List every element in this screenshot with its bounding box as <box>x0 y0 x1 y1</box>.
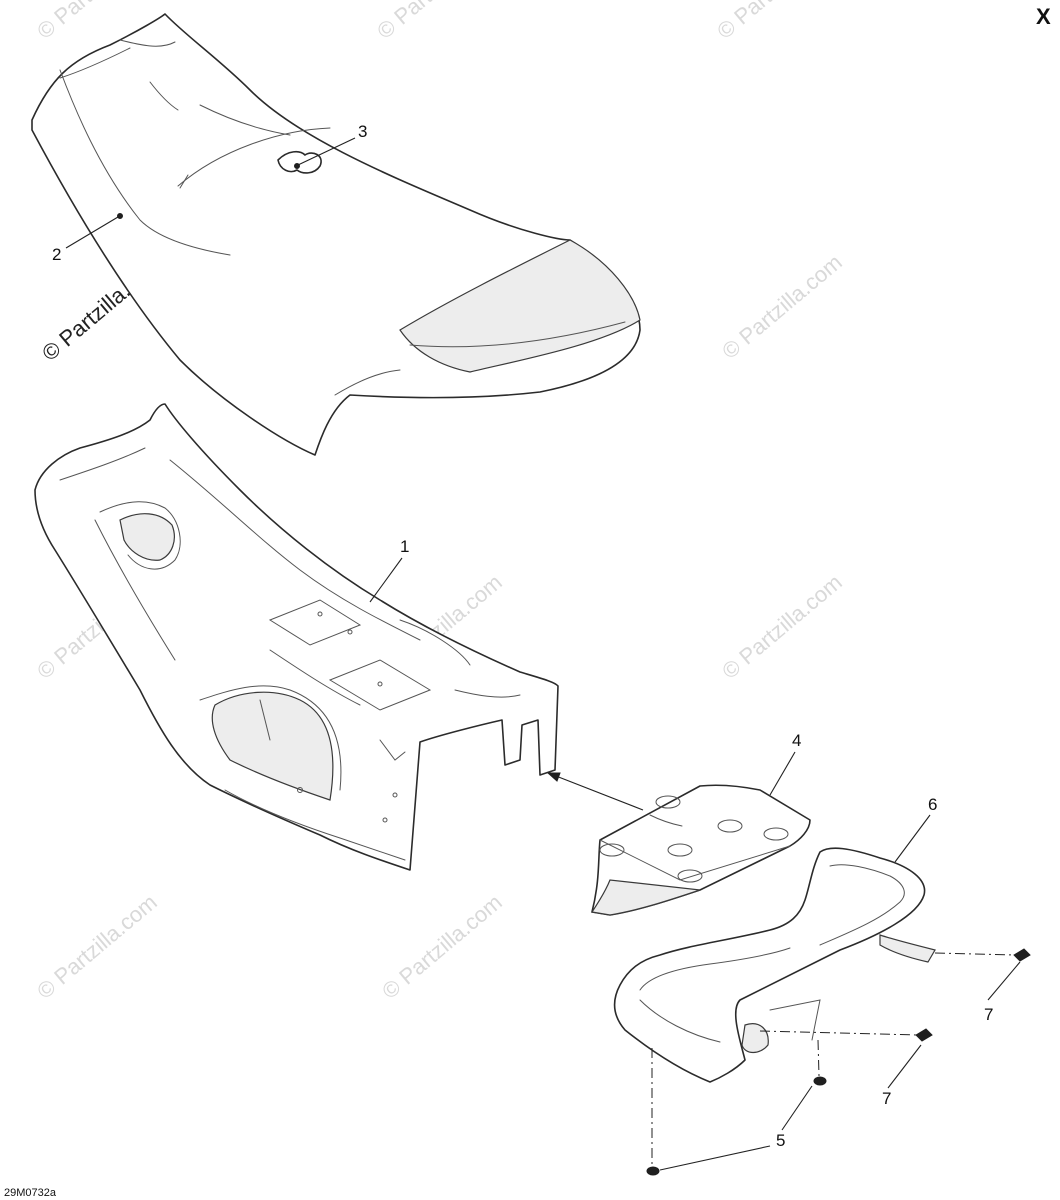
callout-7-upper: 7 <box>984 1005 993 1024</box>
callout-5: 5 <box>776 1131 785 1150</box>
callout-3: 3 <box>358 122 367 141</box>
bolt-icon <box>915 1028 933 1042</box>
fasteners <box>646 948 1031 1176</box>
assembly-arrow <box>546 772 644 811</box>
leader-lines <box>65 137 1021 1171</box>
watermark-3: © Partzilla.com <box>712 0 842 44</box>
watermark-2: © Partzilla.com <box>372 0 502 44</box>
grab-handle <box>613 847 936 1083</box>
bolt-icon <box>1013 948 1031 962</box>
seat-cushion <box>31 13 641 456</box>
rear-deck-pad <box>590 784 811 916</box>
callout-4: 4 <box>792 731 801 750</box>
nut-icon <box>646 1166 660 1176</box>
axis-line <box>934 952 1016 956</box>
watermark-9: © Partzilla.com <box>32 889 162 1003</box>
callout-1: 1 <box>400 537 409 556</box>
axis-line <box>817 1039 820 1077</box>
seat-frame <box>34 403 559 871</box>
drawing-code: 29M0732a <box>4 1187 57 1199</box>
nut-icon <box>813 1076 827 1086</box>
watermark-5: © Partzilla.com <box>717 249 847 363</box>
callouts: 2 3 1 4 6 7 7 5 <box>52 122 993 1150</box>
axis-line <box>759 1030 919 1036</box>
callout-7-lower: 7 <box>882 1089 891 1108</box>
callout-6: 6 <box>928 795 937 814</box>
watermark-10: © Partzilla.com <box>377 889 507 1003</box>
watermark-8: © Partzilla.com <box>717 569 847 683</box>
corner-mark: X <box>1036 4 1051 29</box>
callout-2: 2 <box>52 245 61 264</box>
